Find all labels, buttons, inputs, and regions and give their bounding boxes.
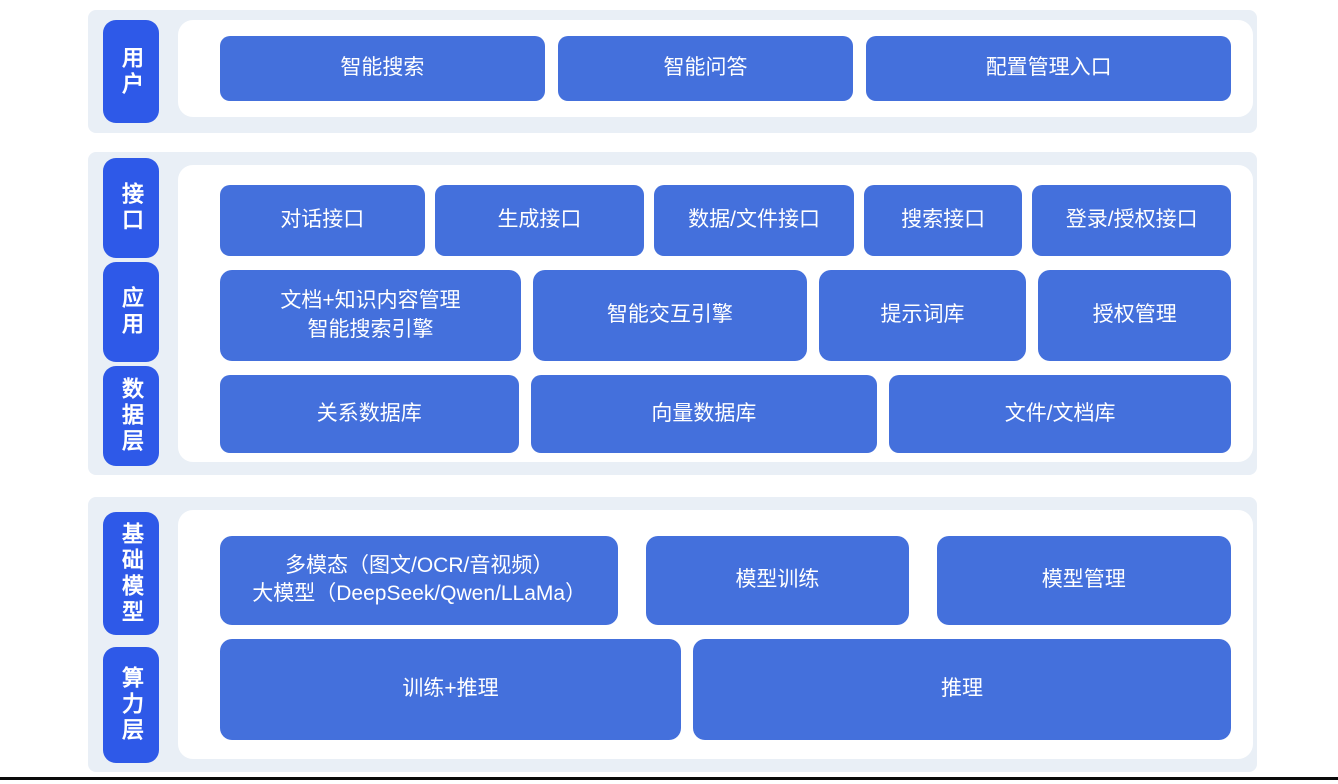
- block-config-management-entry: 配置管理入口: [866, 36, 1231, 101]
- block-model-training: 模型训练: [646, 536, 909, 625]
- block-relational-database: 关系数据库: [220, 375, 519, 453]
- middle-layer-rail: 接口 应用 数据层: [88, 152, 178, 475]
- block-inference: 推理: [693, 638, 1231, 740]
- layer-stack: 用户 智能搜索 智能问答 配置管理入口 接口 应用 数据层 对话接口 生成接口: [88, 10, 1257, 772]
- user-layer-row: 智能搜索 智能问答 配置管理入口: [220, 36, 1231, 101]
- block-search-api: 搜索接口: [863, 185, 1023, 256]
- layer-tag-user: 用户: [103, 20, 159, 123]
- application-row: 文档+知识内容管理 智能搜索引擎 智能交互引擎 提示词库 授权管理: [220, 270, 1231, 361]
- user-layer-rail: 用户: [88, 10, 178, 133]
- middle-layer-panel: 对话接口 生成接口 数据/文件接口 搜索接口 登录/授权接口 文档+知识内容管理…: [178, 165, 1253, 462]
- block-smart-search: 智能搜索: [220, 36, 545, 101]
- block-vector-database: 向量数据库: [530, 375, 878, 453]
- bottom-layer-panel: 多模态（图文/OCR/音视频） 大模型（DeepSeek/Qwen/LLaMa）…: [178, 510, 1253, 759]
- block-data-file-api: 数据/文件接口: [654, 185, 854, 256]
- bottom-layer-rail: 基础模型 算力层: [88, 497, 178, 772]
- block-file-document-library: 文件/文档库: [889, 375, 1231, 453]
- bottom-divider-line: [0, 777, 1338, 780]
- layer-tag-compute: 算力层: [103, 647, 159, 763]
- block-model-management: 模型管理: [936, 536, 1232, 625]
- section-user-layer: 用户 智能搜索 智能问答 配置管理入口: [88, 10, 1257, 133]
- user-layer-panel: 智能搜索 智能问答 配置管理入口: [178, 20, 1253, 117]
- block-generation-api: 生成接口: [434, 185, 645, 256]
- block-multimodal-llm: 多模态（图文/OCR/音视频） 大模型（DeepSeek/Qwen/LLaMa）: [220, 536, 619, 625]
- block-intelligent-interaction-engine: 智能交互引擎: [533, 270, 807, 361]
- layer-tag-interface: 接口: [103, 158, 159, 258]
- data-row: 关系数据库 向量数据库 文件/文档库: [220, 375, 1231, 453]
- layer-tag-data: 数据层: [103, 366, 159, 466]
- block-authorization-management: 授权管理: [1038, 270, 1231, 361]
- layer-tag-application: 应用: [103, 262, 159, 362]
- block-login-auth-api: 登录/授权接口: [1032, 185, 1231, 256]
- block-dialog-api: 对话接口: [220, 185, 425, 256]
- model-row: 多模态（图文/OCR/音视频） 大模型（DeepSeek/Qwen/LLaMa）…: [220, 536, 1232, 625]
- block-smart-qa: 智能问答: [557, 36, 854, 101]
- block-doc-knowledge-search-engine: 文档+知识内容管理 智能搜索引擎: [220, 270, 522, 361]
- block-training-inference: 训练+推理: [220, 638, 682, 740]
- compute-row: 训练+推理 推理: [220, 638, 1231, 740]
- layer-tag-foundation-model: 基础模型: [103, 512, 159, 635]
- block-prompt-library: 提示词库: [818, 270, 1027, 361]
- interface-row: 对话接口 生成接口 数据/文件接口 搜索接口 登录/授权接口: [220, 185, 1231, 256]
- section-foundation-compute: 基础模型 算力层 多模态（图文/OCR/音视频） 大模型（DeepSeek/Qw…: [88, 497, 1257, 772]
- section-interface-application-data: 接口 应用 数据层 对话接口 生成接口 数据/文件接口 搜索接口 登录/授权接口…: [88, 152, 1257, 475]
